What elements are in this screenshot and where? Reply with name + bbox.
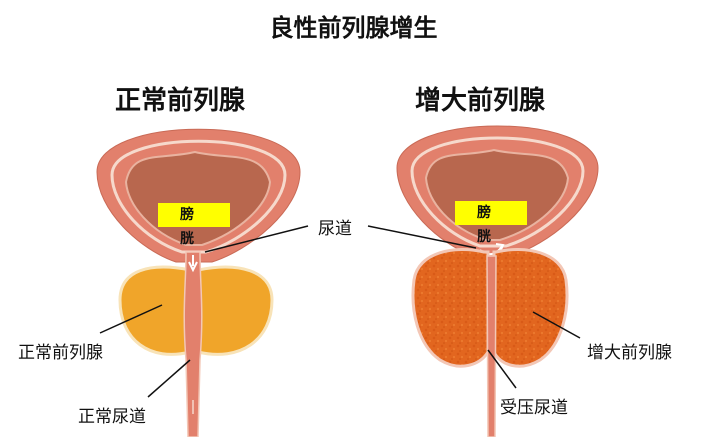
leader-compressed-urethra — [487, 349, 517, 389]
normal-prostate — [118, 265, 274, 356]
urethra-label: 尿道 — [318, 219, 352, 239]
compressed-urethra — [486, 255, 497, 437]
leader-normal-prostate — [99, 304, 163, 334]
enlarged-bladder-label: 膀 胱 — [455, 201, 527, 245]
leader-urethra-right — [367, 225, 477, 249]
normal-urethra — [183, 251, 203, 437]
enlarged-prostate-label: 增大前列腺 — [587, 343, 672, 363]
normal-prostate-heading: 正常前列腺 — [115, 86, 246, 116]
page-title: 良性前列腺增生 — [269, 14, 438, 42]
normal-urethra-label: 正常尿道 — [78, 407, 146, 427]
leader-enlarged-prostate — [532, 311, 581, 339]
enlarged-prostate-heading: 增大前列腺 — [415, 86, 546, 116]
leader-normal-urethra — [147, 359, 191, 398]
leader-urethra-left — [204, 225, 309, 253]
normal-bladder-label: 膀 胱 — [158, 203, 230, 247]
normal-prostate-label: 正常前列腺 — [18, 343, 103, 363]
compressed-urethra-label: 受压尿道 — [500, 398, 568, 418]
enlarged-prostate — [411, 248, 569, 368]
